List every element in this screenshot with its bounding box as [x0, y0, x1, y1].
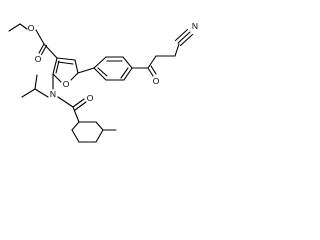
furan-oxygen-label: O [63, 79, 70, 89]
ketone-oxygen-label: O [153, 76, 160, 86]
amide-nitrogen-label: N [50, 89, 56, 99]
ester-carbonyl-oxygen-label: O [35, 54, 42, 64]
furan-phenyl-bond [77, 67, 95, 74]
ethyl-ester-group [8, 23, 58, 59]
methylcyclohexyl-ring [71, 121, 117, 143]
isopropyl-amide-group [21, 73, 87, 123]
cyanoacetyl-group [131, 28, 194, 77]
molecule-drawing: O O O N O O N [8, 21, 198, 143]
nitrile-nitrogen-label: N [192, 21, 198, 31]
ester-ether-oxygen-label: O [28, 23, 35, 33]
structure-diagram: O O O N O O N [0, 0, 218, 153]
phenyl-ring [93, 56, 133, 81]
furan-ring [52, 57, 79, 83]
amide-oxygen-label: O [87, 93, 94, 103]
